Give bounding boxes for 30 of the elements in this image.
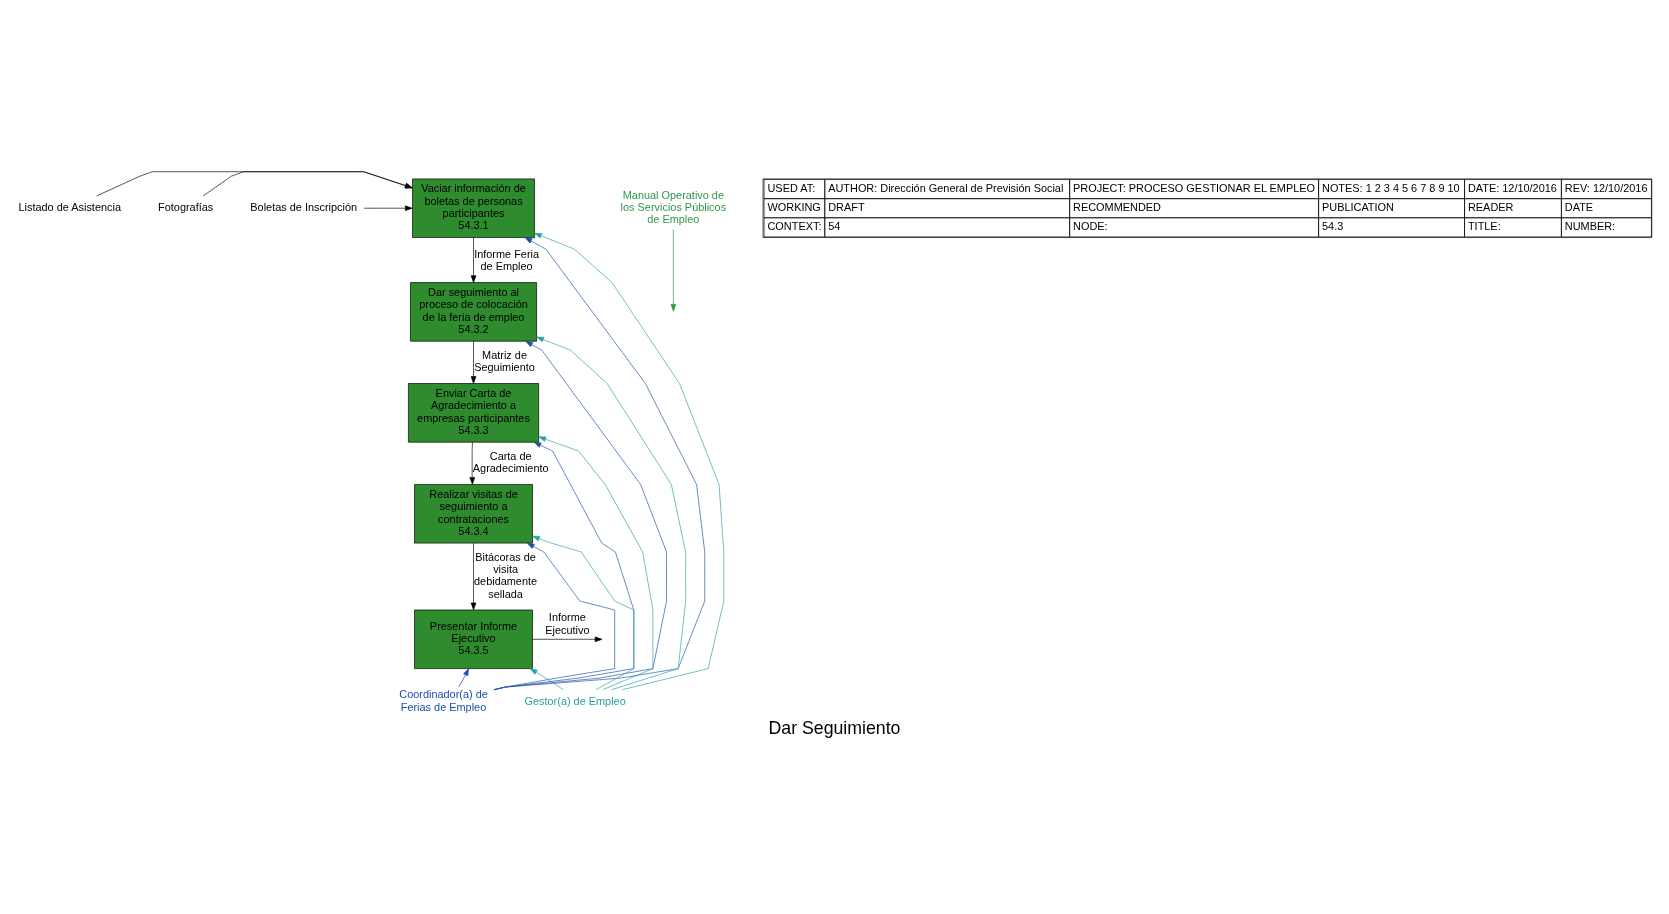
label: USED AT: <box>767 181 816 194</box>
label: RECOMMENDED <box>1073 200 1161 213</box>
node-text: Manual Operativo de los Servicios Públicos de Empleo <box>620 188 727 226</box>
label: REV: 12/10/2016 <box>1564 181 1648 194</box>
label: 54.3 <box>1322 219 1344 232</box>
label: 54 <box>828 219 841 232</box>
label: AUTHOR: Dirección General de Previsión Social <box>828 181 1064 194</box>
node-text: Boletas de Inscripción <box>250 200 358 213</box>
label: PUBLICATION <box>1322 200 1394 213</box>
label: PROJECT: PROCESO GESTIONAR EL EMPLEO <box>1073 181 1316 194</box>
edge-label: Bitácoras de visita debidamente sellada <box>474 550 538 600</box>
node-text: Fotografías <box>158 200 214 213</box>
node-text: Listado de Asistencia <box>18 200 121 213</box>
edge-label: Informe Ejecutivo <box>545 611 590 636</box>
edge-label: Matriz de Seguimiento <box>474 348 535 374</box>
label: DRAFT <box>828 200 865 213</box>
label: NODE: <box>1073 219 1108 232</box>
label: CONTEXT: <box>767 219 822 232</box>
label: NOTES: 1 2 3 4 5 6 7 8 9 10 <box>1322 181 1460 194</box>
label: DATE: 12/10/2016 <box>1467 181 1557 194</box>
diagram-title: Dar Seguimiento <box>768 717 901 738</box>
label: DATE <box>1564 200 1594 213</box>
edge-label: Carta de Agradecimiento <box>472 449 549 475</box>
node-text: Coordinador(a) de Ferias de Empleo <box>399 688 488 713</box>
label: WORKING <box>767 200 821 213</box>
node-text: Gestor(a) de Empleo <box>524 694 626 707</box>
edge-label: Informe Feria de Empleo <box>474 247 540 273</box>
label: READER <box>1467 200 1514 213</box>
label: TITLE: <box>1467 219 1501 232</box>
label: NUMBER: <box>1564 219 1616 232</box>
